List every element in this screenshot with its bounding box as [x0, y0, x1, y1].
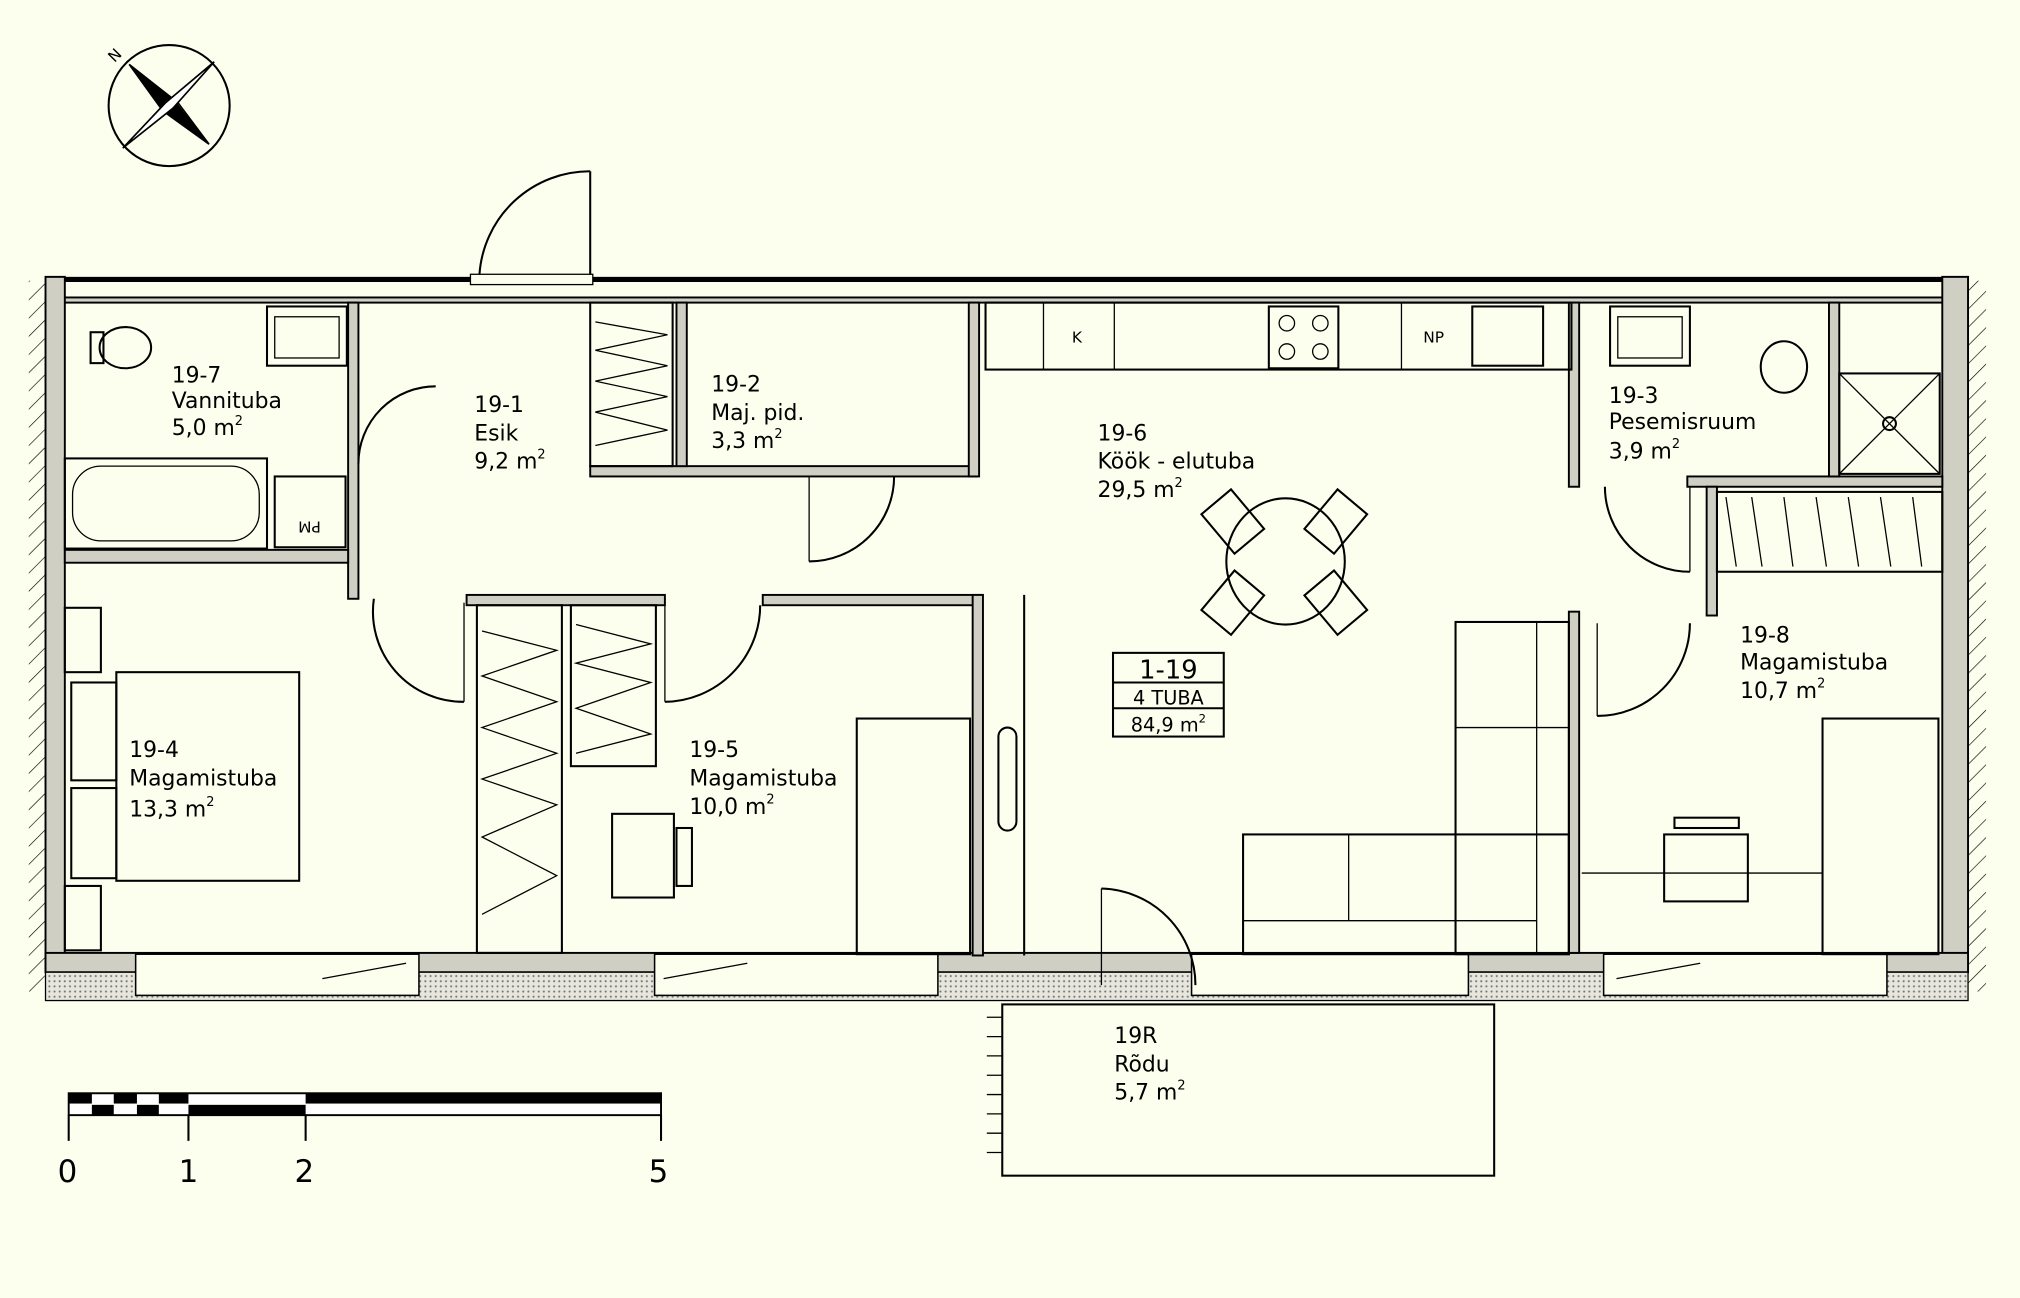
- svg-text:Magamistuba: Magamistuba: [689, 766, 837, 791]
- svg-text:3,9 m2: 3,9 m2: [1609, 437, 1680, 464]
- svg-text:9,2 m2: 9,2 m2: [474, 447, 545, 474]
- room-label-19-6: 19-6 Köök - elutuba 29,5 m2: [1098, 421, 1256, 503]
- interior-doors: [357, 385, 1691, 986]
- svg-text:19-6: 19-6: [1098, 421, 1148, 446]
- sofa: [1242, 620, 1570, 956]
- room-label-19-4: 19-4 Magamistuba 13,3 m2: [129, 738, 277, 822]
- svg-text:Vannituba: Vannituba: [172, 389, 282, 414]
- dining-table: [1199, 487, 1369, 637]
- svg-text:13,3 m2: 13,3 m2: [129, 795, 214, 822]
- svg-text:19-1: 19-1: [474, 393, 524, 418]
- svg-text:Maj. pid.: Maj. pid.: [711, 401, 804, 426]
- svg-text:Esik: Esik: [474, 421, 518, 446]
- furniture: [63, 606, 1940, 956]
- svg-text:19-8: 19-8: [1740, 624, 1790, 649]
- bathroom-fixtures: PM: [63, 305, 1941, 550]
- svg-text:19-5: 19-5: [689, 738, 739, 763]
- svg-text:Magamistuba: Magamistuba: [129, 766, 277, 791]
- svg-text:3,3 m2: 3,3 m2: [711, 427, 782, 454]
- svg-text:19-2: 19-2: [711, 372, 761, 397]
- room-label-19-8: 19-8 Magamistuba 10,7 m2: [1740, 624, 1888, 704]
- svg-text:0: 0: [58, 1154, 78, 1190]
- svg-text:5,0 m2: 5,0 m2: [172, 414, 243, 441]
- svg-text:19-4: 19-4: [129, 738, 179, 763]
- svg-text:Rõdu: Rõdu: [1114, 1052, 1169, 1077]
- svg-text:19-3: 19-3: [1609, 384, 1659, 409]
- room-label-19R: 19R Rõdu 5,7 m2: [1114, 1024, 1185, 1106]
- interior-walls: [63, 301, 1944, 957]
- svg-text:5: 5: [649, 1154, 669, 1190]
- apartment-area: 84,9 m2: [1131, 711, 1206, 736]
- svg-text:19-7: 19-7: [172, 363, 222, 388]
- entrance-door: [469, 170, 594, 286]
- washing-machine-label: PM: [298, 518, 321, 536]
- wardrobes: [475, 301, 1944, 954]
- svg-text:1: 1: [179, 1154, 199, 1190]
- dishwasher-label: NP: [1423, 329, 1444, 347]
- svg-text:Köök - elutuba: Köök - elutuba: [1098, 450, 1256, 475]
- compass-rose-icon: N: [105, 44, 231, 168]
- apartment-rooms: 4 TUBA: [1133, 686, 1205, 709]
- room-label-19-1: 19-1 Esik 9,2 m2: [474, 393, 545, 475]
- svg-text:10,7 m2: 10,7 m2: [1740, 677, 1825, 704]
- kitchen-counter: K NP: [984, 301, 1573, 371]
- scale-bar: 0 1 2 5: [58, 1092, 669, 1190]
- apartment-number: 1-19: [1139, 656, 1197, 686]
- balcony: [986, 1003, 1496, 1177]
- fridge-label: K: [1072, 329, 1083, 347]
- svg-text:Magamistuba: Magamistuba: [1740, 651, 1888, 676]
- room-label-19-2: 19-2 Maj. pid. 3,3 m2: [711, 372, 804, 454]
- svg-text:19R: 19R: [1114, 1024, 1157, 1049]
- room-label-19-7: 19-7 Vannituba 5,0 m2: [172, 363, 282, 441]
- exterior-walls: [44, 275, 1970, 1002]
- north-label: N: [105, 45, 126, 66]
- apartment-info-box: 1-19 4 TUBA 84,9 m2: [1111, 651, 1225, 738]
- svg-text:5,7 m2: 5,7 m2: [1114, 1078, 1185, 1105]
- svg-text:10,0 m2: 10,0 m2: [689, 793, 774, 820]
- svg-text:29,5 m2: 29,5 m2: [1098, 476, 1183, 503]
- room-label-19-3: 19-3 Pesemisruum 3,9 m2: [1609, 384, 1757, 464]
- room-label-19-5: 19-5 Magamistuba 10,0 m2: [689, 738, 837, 820]
- svg-text:2: 2: [295, 1154, 315, 1190]
- svg-text:Pesemisruum: Pesemisruum: [1609, 410, 1757, 435]
